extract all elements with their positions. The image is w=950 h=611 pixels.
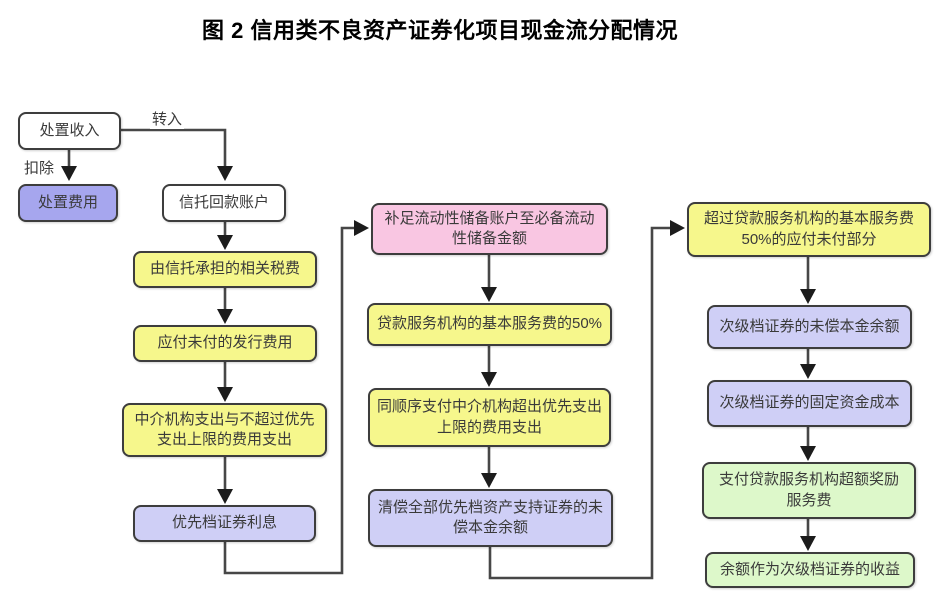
node-trust-collection-account: 信托回款账户: [162, 184, 286, 222]
node-intermediary-fees-within-cap: 中介机构支出与不超过优先支出上限的费用支出: [122, 403, 327, 457]
node-servicer-base-fee-50pct: 贷款服务机构的基本服务费的50%: [367, 303, 612, 346]
node-trust-taxes: 由信托承担的相关税费: [133, 251, 317, 288]
node-unpaid-issuance-fees: 应付未付的发行费用: [133, 325, 317, 362]
node-senior-principal-repayment: 清偿全部优先档资产支持证券的未偿本金余额: [368, 489, 613, 547]
node-senior-notes-interest: 优先档证券利息: [133, 505, 316, 542]
node-subordinate-principal: 次级档证券的未偿本金余额: [707, 305, 912, 349]
node-liquidity-reserve-topup: 补足流动性储备账户至必备流动性储备金额: [371, 203, 608, 255]
node-servicer-excess-bonus: 支付贷款服务机构超额奖励服务费: [702, 462, 916, 519]
node-servicer-base-fee-unpaid: 超过贷款服务机构的基本服务费50%的应付未付部分: [687, 202, 931, 257]
node-disposal-cost: 处置费用: [18, 184, 118, 222]
node-disposal-income: 处置收入: [18, 112, 121, 150]
edge-label-deduct: 扣除: [22, 157, 57, 178]
figure-title: 图 2 信用类不良资产证券化项目现金流分配情况: [202, 18, 678, 43]
edge-label-transfer-in: 转入: [150, 108, 185, 129]
node-subordinate-residual: 余额作为次级档证券的收益: [705, 552, 915, 588]
node-subordinate-fixed-cost: 次级档证券的固定资金成本: [707, 380, 912, 427]
node-intermediary-fees-over-cap: 同顺序支付中介机构超出优先支出上限的费用支出: [368, 388, 611, 447]
